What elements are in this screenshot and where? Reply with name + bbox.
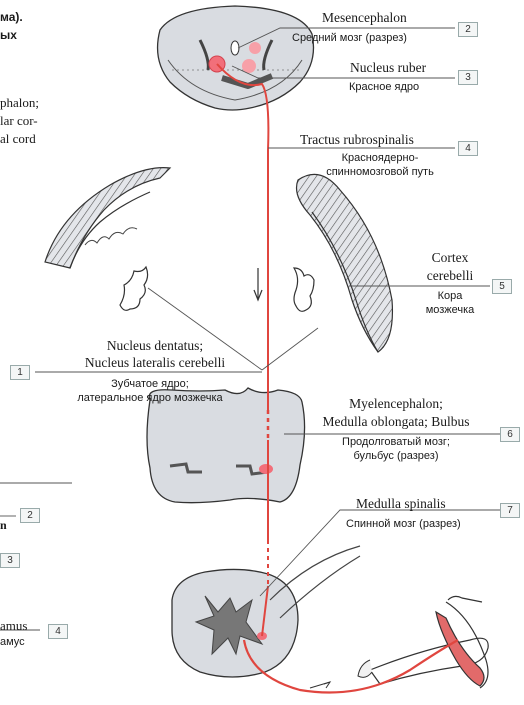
fragment-g: amus — [0, 618, 27, 634]
midbrain-section — [158, 6, 314, 110]
label-myelencephalon-latin-2: Medulla oblongata; Bulbus — [286, 414, 506, 430]
label-myelencephalon-latin-1: Myelencephalon; — [296, 396, 496, 412]
label-number-5: 5 — [492, 279, 512, 294]
fragment-c: phalon; — [0, 95, 39, 111]
dentate-nucleus-right — [294, 268, 314, 311]
label-myelencephalon-russian-2: бульбус (разрез) — [296, 450, 496, 462]
label-cortex-russian-1: Кора — [410, 290, 490, 302]
fragment-number-2: 2 — [20, 508, 40, 523]
dentate-nucleus-left — [120, 267, 148, 310]
label-number-1: 1 — [10, 365, 30, 380]
fragment-b: ых — [0, 28, 17, 42]
fragment-f: n — [0, 518, 7, 533]
label-dentatus-latin-1: Nucleus dentatus; — [50, 338, 260, 354]
fragment-e: al cord — [0, 131, 36, 147]
label-cortex-russian-2: мозжечка — [410, 304, 490, 316]
fragment-number-4: 4 — [48, 624, 68, 639]
label-dentatus-latin-2: Nucleus lateralis cerebelli — [50, 355, 260, 371]
label-tractus-russian-2: спинномозговой путь — [310, 166, 450, 178]
fragment-number-3: 3 — [0, 553, 20, 568]
label-tractus-russian-1: Красноядерно- — [310, 152, 450, 164]
label-number-2: 2 — [458, 22, 478, 37]
fragment-a: ма). — [0, 10, 23, 24]
label-cortex-latin-2: cerebelli — [410, 268, 490, 284]
label-dentatus-russian-1: Зубчатое ядро; — [40, 378, 260, 390]
arm-illustration — [358, 596, 488, 688]
fragment-h: амус — [0, 636, 25, 648]
label-nucleus-ruber-latin: Nucleus ruber — [350, 60, 426, 76]
fragment-d: lar cor- — [0, 113, 38, 129]
label-mesencephalon-latin: Mesencephalon — [322, 10, 407, 26]
label-tractus-latin: Tractus rubrospinalis — [300, 132, 414, 148]
label-nucleus-ruber-russian: Красное ядро — [349, 81, 419, 93]
leader-lines — [0, 28, 500, 630]
spinal-cord-section — [172, 569, 298, 677]
label-dentatus-russian-2: латеральное ядро мозжечка — [40, 392, 260, 404]
label-medulla-spinalis-russian: Спинной мозг (разрез) — [346, 518, 461, 530]
label-number-3: 3 — [458, 70, 478, 85]
label-number-7: 7 — [500, 503, 520, 518]
label-medulla-spinalis-latin: Medulla spinalis — [356, 496, 446, 512]
label-number-4: 4 — [458, 141, 478, 156]
medulla-oblongata-section — [147, 388, 305, 503]
label-myelencephalon-russian-1: Продолговатый мозг; — [296, 436, 496, 448]
label-mesencephalon-russian: Средний мозг (разрез) — [292, 32, 407, 44]
cerebellar-cortex-right — [297, 174, 393, 352]
cerebellar-cortex-left — [45, 168, 170, 268]
label-number-6: 6 — [500, 427, 520, 442]
label-cortex-latin-1: Cortex — [410, 250, 490, 266]
